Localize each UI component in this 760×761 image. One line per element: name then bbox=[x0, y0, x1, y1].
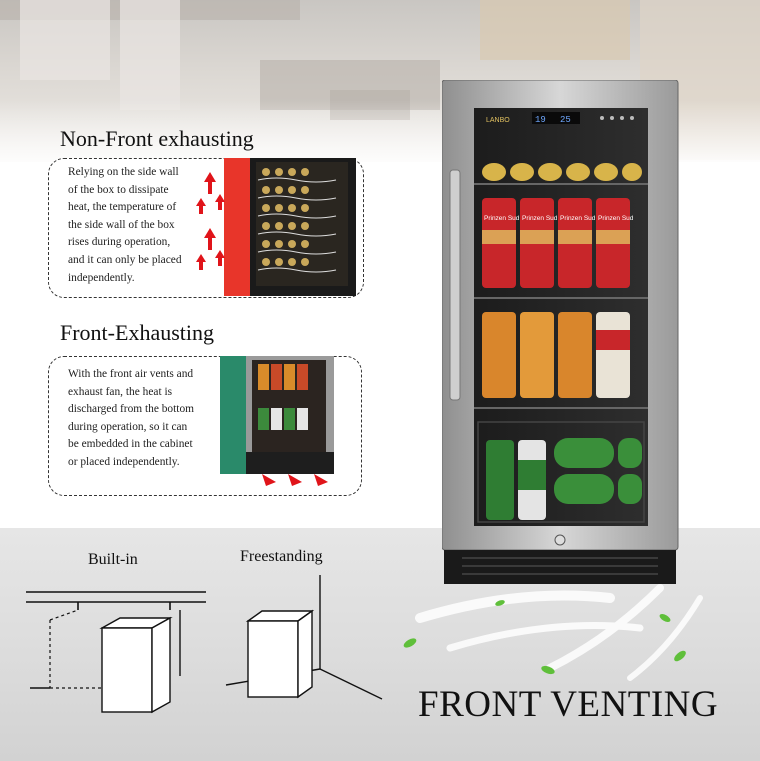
can-label: Prinzen Sud bbox=[560, 215, 596, 222]
front-venting-headline: FRONT VENTING bbox=[418, 684, 719, 725]
beverage-cooler-product: LANBO 19 25 Prinzen Sud Prinzen Sud Prin… bbox=[441, 79, 680, 585]
non-front-cooler-image bbox=[196, 158, 356, 296]
can-label: Prinzen Sud bbox=[522, 215, 558, 222]
built-in-label: Built-in bbox=[88, 551, 138, 568]
temp-display-2: 25 bbox=[560, 115, 571, 125]
can-label: Prinzen Sud bbox=[484, 215, 520, 222]
temp-display: 19 bbox=[535, 115, 546, 125]
can-label: Prinzen Sud bbox=[598, 215, 634, 222]
front-cooler-image bbox=[220, 356, 355, 494]
heat-arrows bbox=[196, 172, 225, 270]
built-in-diagram bbox=[26, 591, 206, 714]
freestanding-diagram bbox=[225, 575, 383, 700]
non-front-title: Non-Front exhausting bbox=[60, 126, 254, 151]
front-description: With the front air vents and exhaust fan… bbox=[68, 368, 195, 468]
freestanding-label: Freestanding bbox=[240, 548, 323, 565]
brand-logo: LANBO bbox=[486, 117, 510, 124]
front-title: Front-Exhausting bbox=[60, 320, 214, 345]
non-front-description: Relying on the side wall of the box to d… bbox=[68, 166, 182, 284]
airflow-swooshes bbox=[403, 584, 703, 681]
leaf-icons bbox=[403, 600, 686, 675]
